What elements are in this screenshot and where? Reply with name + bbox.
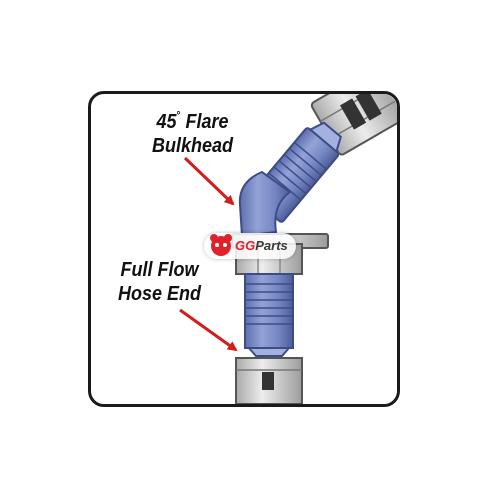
label-full-flow-line1: Full Flow — [120, 259, 199, 281]
label-bulkhead-line2: Bulkhead — [151, 135, 234, 157]
lower-threaded-stem — [244, 273, 294, 357]
label-full-flow-hose-end: Full Flow Hose End — [110, 258, 209, 306]
ggparts-logo-icon — [210, 234, 232, 256]
arrow-full-flow-hose-end — [179, 308, 238, 352]
elbow-body — [238, 170, 292, 238]
label-45-flare-line1: 45° Flare — [156, 110, 229, 133]
ggparts-logo-text: GGParts — [235, 238, 288, 253]
label-45-flare-bulkhead: 45° Flare Bulkhead — [143, 104, 242, 158]
arrow-flare-bulkhead — [183, 156, 235, 206]
ggparts-watermark: GGParts — [204, 233, 296, 259]
bottom-hex-nut — [235, 357, 303, 404]
label-hose-end-line2: Hose End — [117, 283, 202, 305]
